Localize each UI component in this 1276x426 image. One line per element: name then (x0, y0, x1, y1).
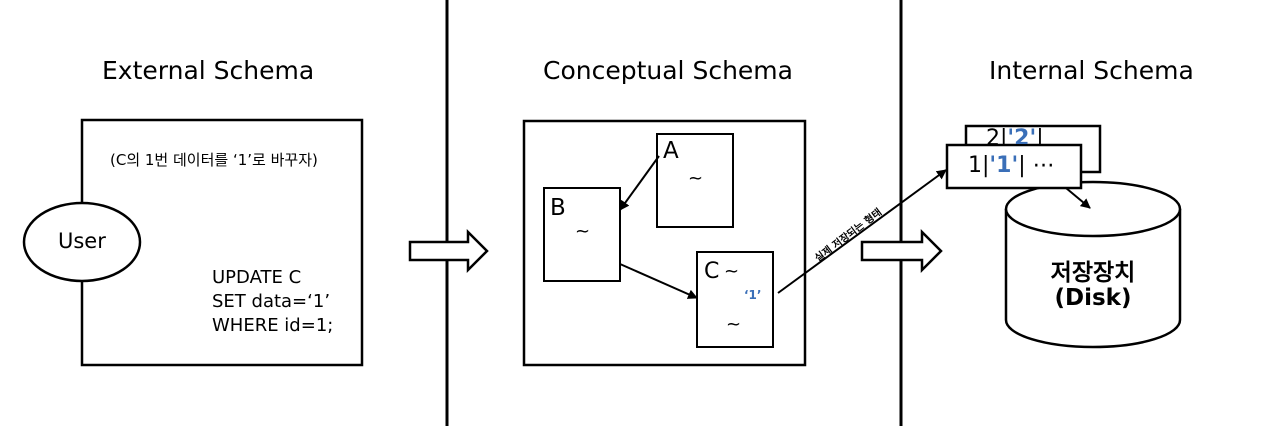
external-note: (C의 1번 데이터를 ‘1’로 바꾸자) (110, 151, 318, 169)
entity-c-label: C (704, 259, 720, 284)
record-front-suffix: | ⋯ (1018, 153, 1055, 178)
record-front-prefix: 1| (968, 153, 990, 178)
external-schema-title: External Schema (102, 56, 315, 85)
entity-c-tilde: ~ (724, 261, 740, 282)
record-back-suffix: | (1036, 127, 1044, 144)
disk-body (1004, 209, 1182, 349)
sql-statement: UPDATE C SET data=‘1’ WHERE id=1; (212, 266, 333, 338)
record-back-value: '2' (1007, 127, 1037, 144)
arrow-record-to-disk (1065, 187, 1091, 209)
disk-top (1004, 180, 1182, 238)
record-front-value: '1' (989, 153, 1019, 178)
flow-arrow-left (408, 228, 489, 274)
entity-c-value: ‘1’ (744, 288, 762, 302)
entity-c-tilde-bottom: ~ (726, 314, 742, 335)
storage-label: 저장장치 (1050, 260, 1136, 286)
arrow-a-to-b (619, 155, 660, 211)
sql-line: UPDATE C (212, 267, 302, 288)
user-ellipse (22, 201, 142, 283)
conceptual-schema-title: Conceptual Schema (543, 56, 793, 85)
record-front-box (945, 143, 1083, 190)
entity-a-label: A (663, 138, 679, 164)
storage-sub-label: (Disk) (1054, 285, 1132, 311)
arrow-b-to-c (619, 263, 698, 299)
record-front: 1|'1'| ⋯ (968, 152, 1055, 180)
user-label: User (58, 229, 106, 253)
entity-b-box (543, 187, 621, 282)
sql-line: WHERE id=1; (212, 315, 334, 336)
flow-arrow-right (860, 228, 943, 274)
entity-c-box (696, 251, 774, 348)
arrow-c-to-record (777, 169, 947, 294)
record-back-prefix: 2| (986, 127, 1008, 144)
record-back: 2|'2'| (986, 127, 1044, 144)
sql-line: SET data=‘1’ (212, 291, 331, 312)
internal-schema-title: Internal Schema (989, 56, 1194, 85)
entity-a-tilde: ~ (688, 168, 704, 189)
entity-b-label: B (550, 195, 566, 221)
entity-a-box (656, 133, 734, 228)
entity-b-tilde: ~ (575, 221, 591, 242)
